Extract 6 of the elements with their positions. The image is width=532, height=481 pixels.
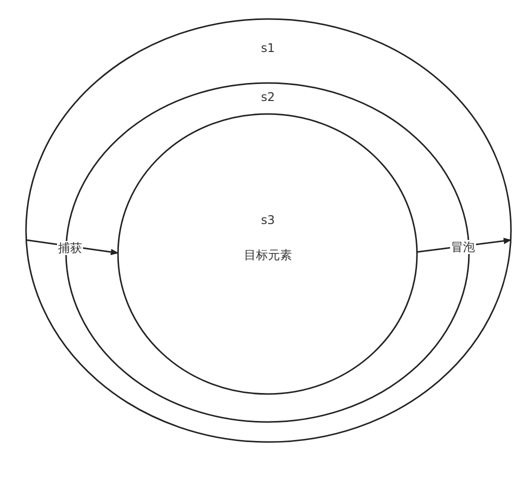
edge-label: 捕获 (57, 241, 83, 255)
region-label: s2 (261, 90, 275, 104)
region-label: s1 (261, 41, 275, 55)
edge-label: 冒泡 (450, 240, 476, 254)
region-label: s3 (261, 213, 275, 227)
target-label: 目标元素 (244, 248, 292, 262)
